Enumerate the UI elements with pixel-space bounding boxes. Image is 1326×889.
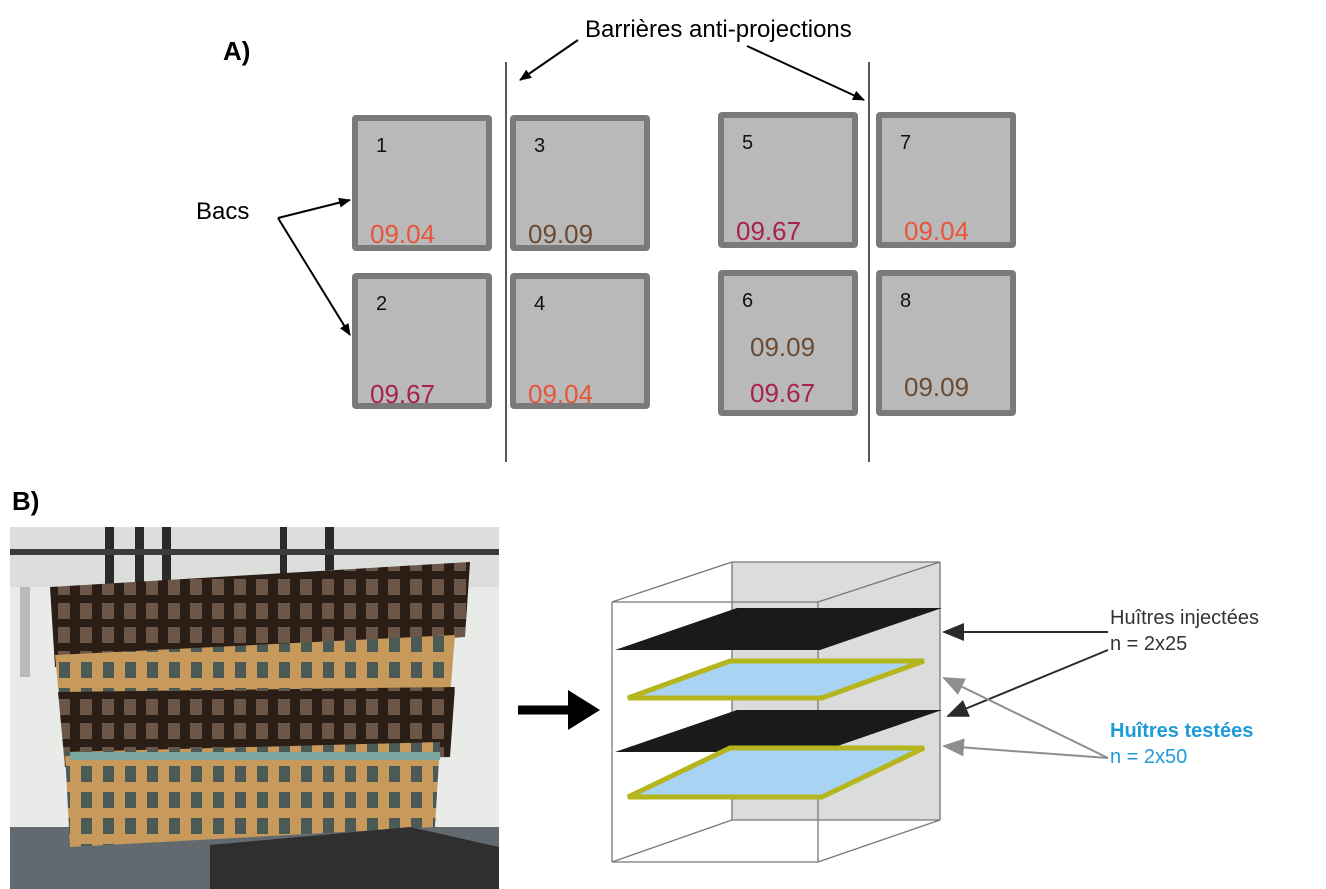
tank-1: 1 09.04	[352, 115, 492, 251]
tested-layer-bottom	[626, 745, 926, 800]
injected-layer-bottom	[615, 710, 942, 752]
tank-4: 4 09.04	[510, 273, 650, 409]
barrier-arrow	[519, 39, 579, 81]
injected-oysters-title: Huîtres injectées	[1110, 607, 1259, 629]
transform-arrow-head	[568, 690, 600, 730]
injected-arrow	[946, 649, 1109, 717]
tank-code: 09.67	[750, 378, 816, 408]
oyster-baskets-photo	[10, 527, 499, 889]
tank-code: 09.67	[736, 216, 802, 246]
tank-number: 5	[742, 132, 754, 154]
tank-7: 7 09.04	[876, 112, 1016, 248]
tank-code: 09.09	[904, 372, 970, 402]
barrier-arrow	[746, 45, 865, 101]
tank-number: 3	[534, 135, 546, 157]
tested-arrow	[942, 738, 1109, 759]
tank-code: 09.09	[528, 219, 594, 249]
tank-code: 09.04	[904, 216, 970, 246]
tank-code: 09.04	[528, 379, 594, 409]
tank-3: 3 09.09	[510, 115, 650, 251]
tested-oysters-title: Huîtres testées	[1110, 720, 1254, 742]
tank-2: 2 09.67	[352, 273, 492, 409]
tank-code: 09.09	[750, 332, 816, 362]
bacs-arrow	[277, 197, 351, 219]
tank-6: 6 09.09 09.67	[718, 270, 858, 416]
tested-oysters-count: n = 2x50	[1110, 746, 1188, 768]
injected-layer-top	[615, 608, 942, 650]
injected-oysters-count: n = 2x25	[1110, 633, 1188, 655]
tank-number: 2	[376, 293, 388, 315]
tested-arrow	[942, 677, 1109, 759]
panel-b-label: B)	[12, 486, 40, 516]
tank-number: 7	[900, 132, 912, 154]
panel-a-label: A)	[223, 36, 251, 66]
tank-code: 09.67	[370, 379, 436, 409]
tank-number: 4	[534, 293, 546, 315]
bacs-arrow	[277, 217, 351, 336]
tank-8: 8 09.09	[876, 270, 1016, 416]
bacs-label: Bacs	[196, 198, 250, 225]
tank-5: 5 09.67	[718, 112, 858, 248]
tank-number: 8	[900, 290, 912, 312]
tank-code: 09.04	[370, 219, 436, 249]
tank-number: 6	[742, 290, 754, 312]
tested-layer-top	[627, 658, 925, 701]
barrier-label: Barrières anti-projections	[585, 16, 852, 43]
tank-number: 1	[376, 135, 388, 157]
